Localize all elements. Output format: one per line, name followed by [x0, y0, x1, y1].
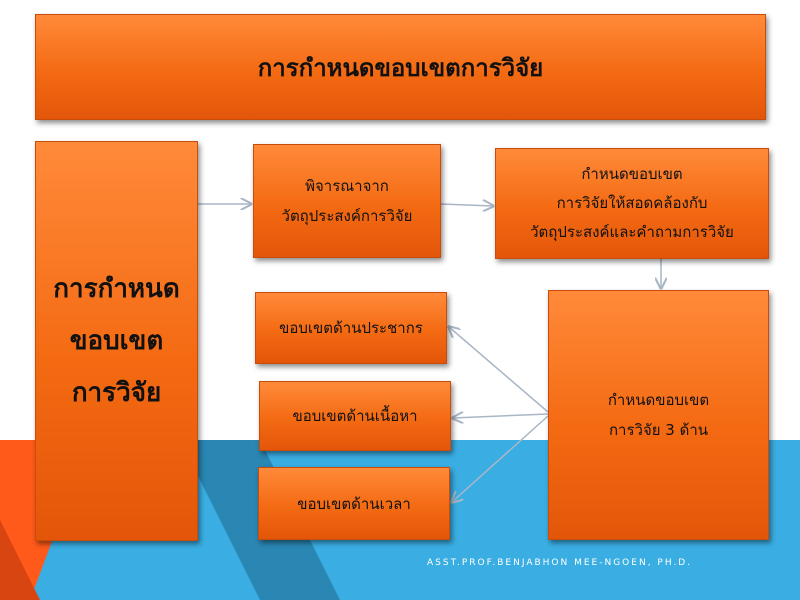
arrow-three-to-content [453, 414, 549, 418]
page-title: การกำหนดขอบเขตการวิจัย [257, 53, 544, 82]
arrow-three-to-time [452, 415, 549, 502]
consider-line-1: พิจารณาจาก [305, 177, 389, 195]
three-aspects-box: กำหนดขอบเขต การวิจัย 3 ด้าน [548, 290, 769, 540]
three-aspects-line-2: การวิจัย 3 ด้าน [608, 421, 709, 439]
arrow-three-to-population [449, 327, 549, 413]
define-scope-box: กำหนดขอบเขต การวิจัยให้สอดคล้องกับ วัตถุ… [495, 148, 769, 259]
title-box: การกำหนดขอบเขตการวิจัย [35, 14, 766, 120]
define-line-2: การวิจัยให้สอดคล้องกับ [556, 194, 708, 212]
main-topic-box: การกำหนด ขอบเขต การวิจัย [35, 141, 198, 541]
time-scope-box: ขอบเขตด้านเวลา [258, 467, 450, 540]
content-label: ขอบเขตด้านเนื้อหา [292, 407, 418, 425]
time-label: ขอบเขตด้านเวลา [297, 494, 411, 513]
define-line-1: กำหนดขอบเขต [581, 165, 683, 183]
arrow-consider-to-define [440, 204, 493, 206]
population-scope-box: ขอบเขตด้านประชากร [255, 292, 447, 364]
population-label: ขอบเขตด้านประชากร [279, 319, 423, 337]
author-credit: ASST.PROF.BENJABHON MEE-NGOEN, PH.D. [427, 558, 693, 568]
main-topic-line-2: ขอบเขต [69, 326, 164, 356]
content-scope-box: ขอบเขตด้านเนื้อหา [259, 381, 451, 451]
define-line-3: วัตถุประสงค์และคำถามการวิจัย [530, 223, 734, 241]
main-topic-line-3: การวิจัย [71, 378, 162, 408]
consider-objectives-box: พิจารณาจาก วัตถุประสงค์การวิจัย [253, 144, 441, 258]
consider-line-2: วัตถุประสงค์การวิจัย [281, 207, 413, 225]
three-aspects-line-1: กำหนดขอบเขต [607, 391, 710, 409]
main-topic-line-1: การกำหนด [53, 274, 180, 304]
